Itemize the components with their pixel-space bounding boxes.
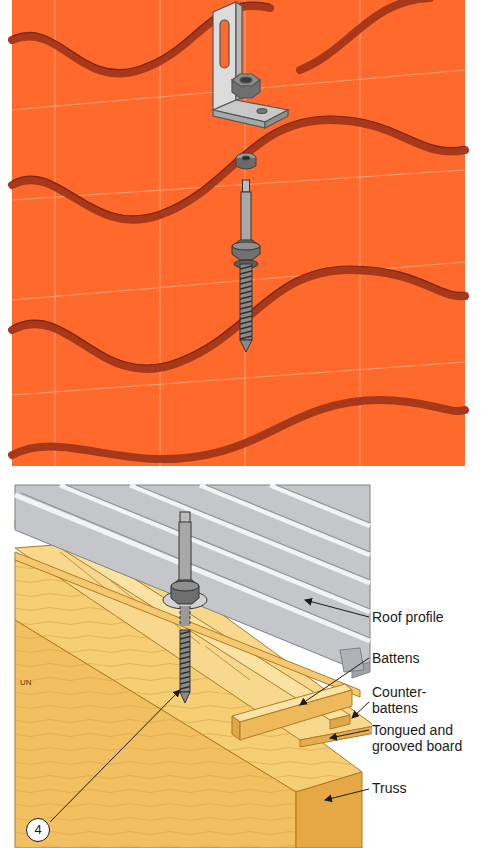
hanger-bolt-installed: [163, 512, 207, 703]
stamp-mark: UN: [20, 678, 32, 687]
label-holder: Counter- battens: [372, 684, 442, 716]
roof-section-panel: [15, 485, 375, 848]
label-holder: UN: [20, 678, 50, 688]
label-holder: Roof profile: [372, 609, 480, 625]
washer: [236, 153, 256, 169]
label-holder: Battens: [372, 650, 480, 666]
part-label: Roof profile: [372, 609, 444, 625]
part-label: Counter- battens: [372, 684, 426, 716]
callout-circle: 4: [26, 818, 50, 842]
callout-number: 4: [34, 823, 41, 837]
part-label: Tongued and grooved board: [372, 722, 462, 754]
tiled-roof-panel: [12, 0, 465, 466]
mounting-bracket: [213, 2, 288, 128]
part-label: Truss: [372, 780, 406, 796]
roof-profile-sheet: [15, 485, 370, 678]
hanger-bolt: [232, 180, 260, 352]
label-holder: Tongued and grooved board: [372, 722, 478, 754]
leader-lines: [50, 600, 369, 822]
part-label: Battens: [372, 650, 419, 666]
label-holder: Truss: [372, 780, 480, 796]
